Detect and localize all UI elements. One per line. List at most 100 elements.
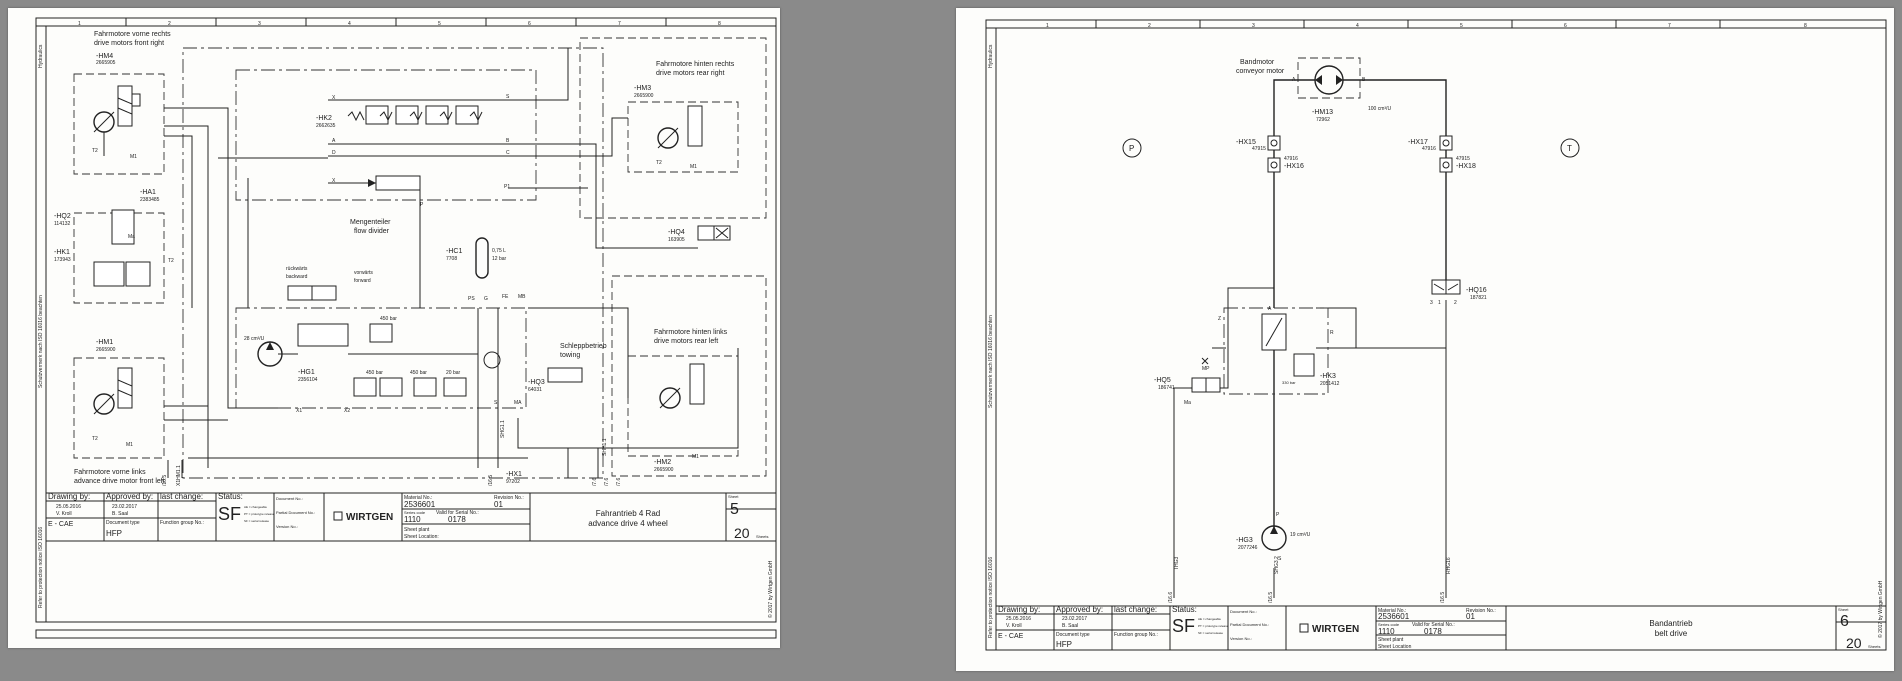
svg-text:23.02.2017: 23.02.2017 [1062, 616, 1087, 622]
direction-valve: rückwärts backward vorwärts forward PS G… [286, 266, 526, 302]
hg1-num: 2356104 [298, 377, 318, 383]
pump-control-block: A Z R 330 bar -HK3 2051412 MP [1201, 306, 1340, 395]
hq16-num: 187821 [1470, 295, 1487, 301]
svg-text:2536601: 2536601 [404, 500, 436, 509]
svg-text:Z: Z [1218, 316, 1221, 322]
svg-text:SHH1.1: SHH1.1 [602, 438, 608, 456]
hx1-connector: -HX1 97202 [506, 471, 522, 485]
svg-text:1: 1 [1438, 300, 1441, 306]
svg-text:Function group No.:: Function group No.: [1114, 632, 1158, 638]
svg-text:T2: T2 [168, 258, 174, 264]
svg-text:/16.5: /16.5 [488, 475, 494, 486]
svg-text:Material No.:: Material No.: [404, 495, 432, 501]
backward-en: backward [286, 274, 308, 280]
svg-text:X: X [332, 178, 336, 184]
svg-text:0178: 0178 [1424, 627, 1442, 636]
hq4-valve: -HQ4 163905 [668, 225, 731, 243]
hk1-tag: -HK1 [54, 249, 70, 256]
hm2-title-de: Fahrmotore hinten links [654, 329, 728, 336]
svg-text:Revision No.:: Revision No.: [494, 495, 524, 501]
hc1-accumulator: -HC1 7708 0,75 L 12 bar [446, 237, 507, 279]
svg-text:MB: MB [518, 294, 526, 300]
wire-labels: /16.6 THG3 /16.5 SHG3.2 /16.5 RHG16 [1168, 556, 1452, 603]
svg-text:C: C [506, 150, 510, 156]
svg-text:X1HM1.1: X1HM1.1 [176, 465, 182, 486]
svg-text:X2: X2 [344, 408, 350, 414]
forward-en: forward [354, 278, 371, 284]
hm13-disp: 100 cm³/U [1368, 106, 1391, 112]
hq3-num: 64031 [528, 387, 542, 393]
hm13-num: 72962 [1316, 117, 1330, 123]
hydraulic-lines [164, 48, 739, 478]
svg-text:1: 1 [1046, 23, 1049, 29]
hc1-pressure: 12 bar [492, 256, 507, 262]
hx15-num: 47915 [1252, 146, 1266, 152]
svg-text:M1: M1 [690, 164, 697, 170]
svg-text:3: 3 [1430, 300, 1433, 306]
towing-en: towing [560, 352, 580, 359]
svg-text:V. Kroll: V. Kroll [1006, 623, 1022, 629]
hm2-title-en: drive motors rear left [654, 338, 718, 345]
svg-text:RHG16: RHG16 [1446, 557, 1452, 574]
svg-text:P1: P1 [504, 184, 510, 190]
svg-text:Function group No.:: Function group No.: [160, 520, 204, 526]
p-circle: P [1129, 144, 1134, 153]
svg-text:/7.6: /7.6 [604, 477, 610, 486]
hk3-num: 2051412 [1320, 381, 1340, 387]
hm4-motor-block: Fahrmotore vorne rechts drive motors fro… [73, 31, 171, 175]
hk2-valve-bank: -HK2 2662635 X S A D C B [316, 94, 510, 157]
svg-text:R: R [1330, 330, 1334, 336]
status-code: SF [1172, 616, 1195, 636]
hm4-title-en: drive motors front right [94, 40, 164, 47]
svg-text:Status:: Status: [218, 492, 243, 501]
svg-text:Valid for Serial No.:: Valid for Serial No.: [436, 510, 479, 516]
hm2-num: 2665900 [654, 467, 674, 473]
towing-valve: Schleppbetrieb towing -HQ3 64031 [528, 343, 607, 393]
svg-text:4: 4 [1356, 23, 1359, 29]
hm13-tag: -HM13 [1312, 109, 1333, 116]
svg-text:B. Saal: B. Saal [1062, 623, 1078, 629]
title-block-6: Drawing by: Approved by: last change: 25… [995, 605, 1887, 651]
svg-text:AE = changeable: AE = changeable [244, 505, 267, 509]
svg-text:A: A [332, 138, 336, 144]
svg-text:PT = prototype release: PT = prototype release [1198, 624, 1229, 628]
sheet-total: 20 [734, 525, 750, 541]
svg-text:T2: T2 [92, 436, 98, 442]
svg-text:/16.6: /16.6 [1168, 592, 1174, 603]
hk3-pressure: 330 bar [1282, 380, 1296, 385]
schematic-sheet-6: 1 2 3 4 5 6 7 8 Hydraulics Schutzvermerk… [956, 8, 1894, 671]
svg-text:last change:: last change: [1114, 605, 1157, 614]
svg-text:Partial Document No.:: Partial Document No.: [276, 510, 315, 515]
title-block-5: Drawing by: Approved by: last change: 25… [45, 492, 777, 542]
hk1-valve-block: -HA1 2383485 -HQ2 114132 -HK1 173943 Ma … [54, 189, 174, 304]
hm3-num: 2665900 [634, 93, 654, 99]
hm3-title-de: Fahrmotore hinten rechts [656, 61, 735, 68]
hm4-tag: -HM4 [96, 53, 113, 60]
backward-de: rückwärts [286, 266, 308, 272]
drawing-title-de: Bandantrieb [1649, 619, 1693, 628]
svg-text:S: S [494, 400, 498, 406]
grid-label: 7 [618, 21, 621, 27]
hm13-en: conveyor motor [1236, 68, 1285, 75]
svg-text:X1: X1 [296, 408, 302, 414]
svg-text:Document No.:: Document No.: [276, 496, 303, 501]
hx15-tag: -HX15 [1236, 139, 1256, 146]
hg3-num: 2077246 [1238, 545, 1258, 551]
hq4-num: 163905 [668, 237, 685, 243]
hx18-num: 47915 [1456, 156, 1470, 162]
svg-text:P: P [1276, 512, 1280, 518]
svg-text:S: S [506, 94, 510, 100]
svg-text:PT = prototype release: PT = prototype release [244, 512, 275, 516]
svg-text:01: 01 [1466, 612, 1475, 621]
hk3-tag: -HK3 [1320, 373, 1336, 380]
svg-text:HFP: HFP [106, 529, 122, 538]
sheet-5-drawing: 1 2 3 4 5 6 7 8 Hydraulics Schutzvermerk… [35, 17, 777, 639]
svg-text:1110: 1110 [404, 515, 421, 524]
svg-text:/16.5: /16.5 [1268, 592, 1274, 603]
top-grid: 1 2 3 4 5 6 7 8 [78, 18, 721, 27]
svg-text:V. Kroll: V. Kroll [56, 511, 72, 517]
svg-text:M1: M1 [130, 154, 137, 160]
valve-label-1: 450 bar [366, 370, 383, 376]
hc1-volume: 0,75 L [492, 248, 506, 254]
svg-text:Document type: Document type [106, 520, 140, 526]
